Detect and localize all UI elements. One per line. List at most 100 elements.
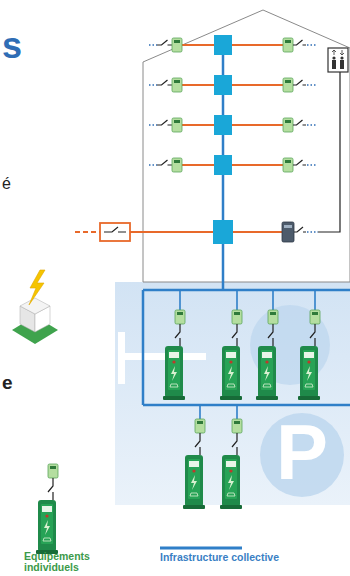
meter-display	[285, 40, 291, 43]
charger-screen	[226, 461, 236, 467]
meter-body	[175, 310, 185, 324]
meter-display	[284, 225, 292, 228]
meter-body	[283, 118, 293, 132]
charger-bolt	[264, 366, 270, 381]
feeder-line	[272, 290, 274, 310]
charger-screen	[226, 352, 236, 358]
meter-symbol	[172, 38, 182, 52]
person-body	[332, 60, 336, 69]
meter-display	[174, 120, 180, 123]
road-marking	[118, 353, 206, 360]
meter-display	[234, 421, 240, 424]
charger-body	[165, 346, 183, 398]
person-head	[340, 56, 343, 59]
continuation-dots	[307, 231, 318, 233]
charger-base	[183, 505, 205, 509]
legend-line-sample	[160, 547, 242, 550]
distribution-block	[213, 220, 233, 244]
meter-symbol	[268, 310, 278, 324]
supply-line	[75, 231, 100, 233]
car-symbol	[227, 384, 235, 387]
meter-symbol	[232, 310, 242, 324]
lightning-bolt	[29, 270, 45, 305]
car-symbol	[227, 493, 235, 496]
meter-display	[285, 80, 291, 83]
distribution-block	[214, 155, 232, 175]
switch-symbol	[294, 227, 306, 232]
meter-display	[177, 312, 183, 315]
charger-body	[222, 346, 240, 398]
switch-symbol	[157, 160, 172, 165]
meter-display	[312, 312, 318, 315]
charger-body	[222, 455, 240, 507]
meter-display	[270, 312, 276, 315]
supply-line	[130, 231, 282, 233]
car-symbol	[170, 384, 178, 387]
meter-body	[172, 78, 182, 92]
charger-screen	[304, 352, 314, 358]
floor-supply-line	[182, 164, 283, 166]
meter-body	[232, 310, 242, 324]
switch-symbol	[157, 120, 172, 125]
switch-symbol	[268, 324, 273, 346]
building-outline	[143, 10, 350, 282]
meter-body	[310, 310, 320, 324]
charger-body	[38, 500, 56, 552]
text-fragment: é	[2, 175, 11, 193]
charger-body	[185, 455, 203, 507]
charger-button	[45, 514, 48, 517]
meter-symbol	[232, 419, 242, 433]
distribution-block	[214, 35, 232, 55]
person-body	[340, 60, 344, 69]
text-fragment: e	[2, 373, 13, 394]
switch-symbol	[293, 160, 306, 165]
charger-bolt	[228, 366, 234, 381]
charging-station	[220, 455, 242, 509]
continuation-dots	[307, 164, 316, 166]
charging-station	[220, 346, 242, 400]
charging-station	[36, 500, 58, 554]
car-symbol	[190, 493, 198, 496]
meter-body	[232, 419, 242, 433]
legend-text: Infrastructure collective	[160, 552, 280, 564]
feeder-line	[236, 405, 238, 419]
charging-station	[163, 346, 185, 400]
feeder-line	[314, 290, 316, 310]
feeder-line	[236, 290, 238, 310]
charger-base	[163, 396, 185, 400]
meter-symbol	[172, 118, 182, 132]
switch-symbol	[293, 120, 306, 125]
switch-symbol	[104, 227, 126, 232]
switch-symbol	[293, 80, 306, 85]
meter-display	[285, 120, 291, 123]
charger-button	[172, 360, 175, 363]
feeder-line	[199, 405, 201, 419]
switch-symbol	[195, 433, 200, 455]
elevator-box	[328, 48, 348, 72]
person-head	[332, 56, 335, 59]
switch-symbol	[157, 40, 172, 45]
meter-body	[268, 310, 278, 324]
charger-screen	[42, 506, 52, 512]
elevator-arrows	[332, 50, 344, 55]
charger-base	[298, 396, 320, 400]
meter-symbol	[283, 118, 293, 132]
road-marking	[118, 332, 125, 384]
heading-fragment: s	[2, 26, 22, 66]
continuation-dots	[307, 84, 316, 86]
continuation-dots	[149, 84, 157, 86]
charging-station	[298, 346, 320, 400]
meter-symbol	[175, 310, 185, 324]
meter-display	[285, 160, 291, 163]
charger-bolt	[306, 366, 312, 381]
continuation-dots	[149, 44, 157, 46]
continuation-dots	[149, 164, 157, 166]
charger-button	[229, 360, 232, 363]
charging-station	[183, 455, 205, 509]
meter-body	[172, 158, 182, 172]
switch-symbol	[232, 433, 237, 455]
meter-display	[174, 160, 180, 163]
charger-bolt	[191, 475, 197, 490]
meter-symbol	[172, 158, 182, 172]
